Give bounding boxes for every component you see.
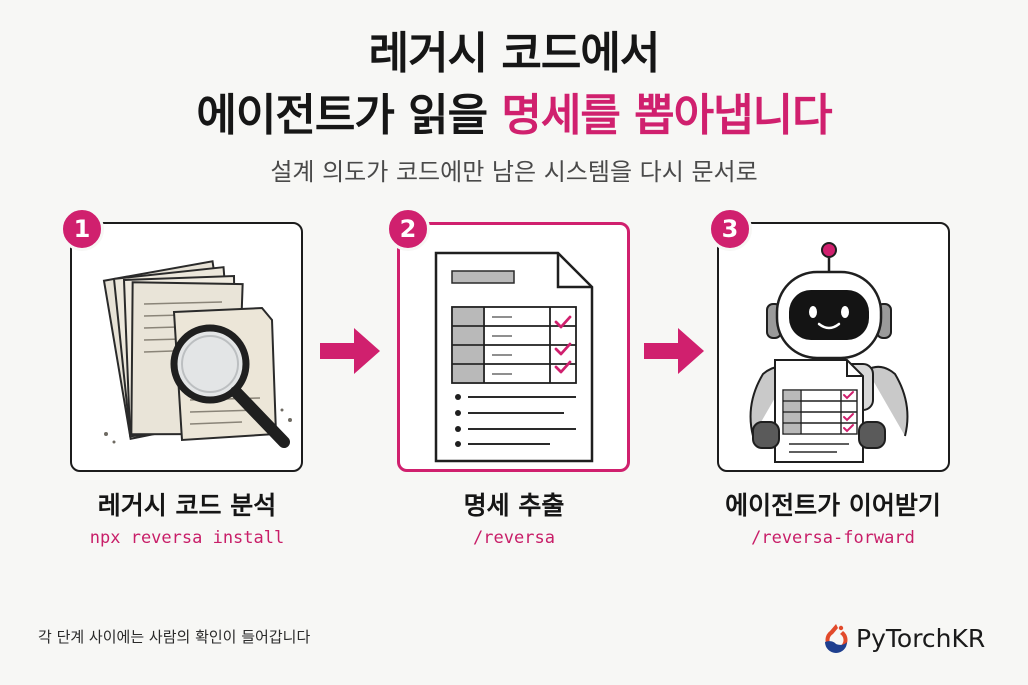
legacy-docs-magnifier-icon — [102, 260, 292, 448]
step-3-command: /reversa-forward — [751, 528, 915, 548]
footnote: 각 단계 사이에는 사람의 확인이 들어갑니다 — [38, 628, 311, 646]
subtitle: 설계 의도가 코드에만 남은 시스템을 다시 문서로 — [270, 158, 758, 186]
spec-document-icon — [434, 251, 594, 463]
arrow-right-icon — [644, 328, 704, 374]
title-line-2: 에이전트가 읽을 명세를 뽑아냅니다 — [0, 88, 1028, 144]
step-3-card — [717, 222, 950, 472]
step-3-label: 에이전트가 이어받기 — [725, 491, 941, 520]
title-plain: 에이전트가 읽을 — [196, 90, 502, 141]
step-2-card — [397, 222, 630, 472]
pytorchkr-logo[interactable]: PyTorchKR — [822, 620, 985, 656]
step-2-label: 명세 추출 — [463, 491, 565, 520]
step-1-command: npx reversa install — [89, 528, 285, 548]
pytorchkr-flame-icon — [825, 624, 848, 653]
step-2-badge: 2 — [386, 207, 430, 251]
logo-text: PyTorchKR — [856, 623, 986, 653]
robot-agent-icon — [749, 242, 909, 463]
arrow-right-icon — [320, 328, 380, 374]
title-line-1: 레거시 코드에서 — [368, 28, 661, 79]
step-1-label: 레거시 코드 분석 — [97, 491, 277, 520]
step-1-badge: 1 — [60, 207, 104, 251]
step-1-card — [70, 222, 303, 472]
step-2-command: /reversa — [473, 528, 555, 548]
title-accent: 명세를 뽑아냅니다 — [501, 90, 832, 141]
step-3-badge: 3 — [708, 207, 752, 251]
